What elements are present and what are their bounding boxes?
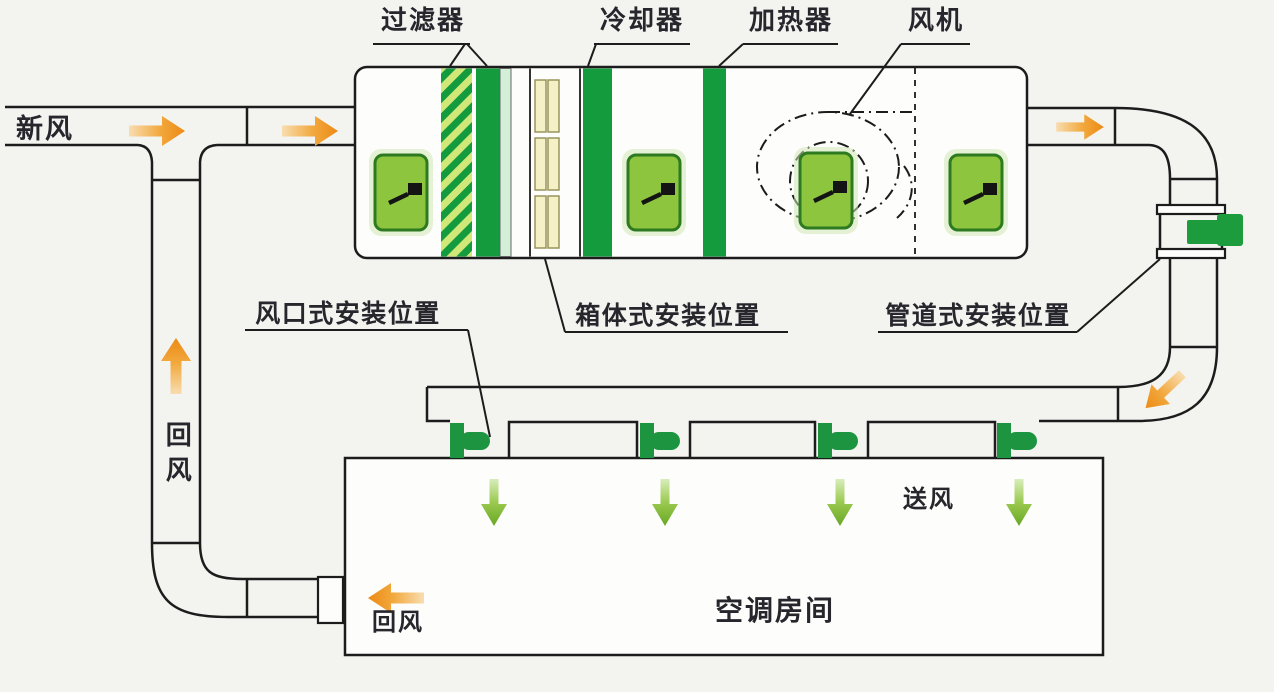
diffuser-unit-4: [997, 423, 1037, 458]
fresh-air-arrow-2: [282, 116, 338, 146]
cabinet-slat-panel: [529, 68, 581, 257]
mint-strip: [499, 68, 512, 257]
filter-label: 过滤器: [380, 5, 465, 35]
supply-air-label: 送风: [903, 486, 955, 513]
pipe-fan-unit: [1187, 214, 1243, 246]
diffuser-units: [450, 423, 1037, 458]
return-flange: [316, 575, 345, 625]
return-up-arrow: [161, 338, 191, 394]
duct-install-flanges: [1155, 203, 1227, 260]
heater-band: [703, 68, 726, 257]
diffuser-unit-1: [450, 423, 490, 458]
ahu-outlet-arrow: [1056, 114, 1104, 140]
cooler-label: 冷却器: [599, 5, 684, 35]
return-air-duct: [150, 180, 318, 619]
outlet-duct-right: [1027, 106, 1224, 423]
diffuser-unit-3: [818, 423, 858, 458]
damper-3: [794, 147, 858, 234]
cabinet-install-label: 箱体式安装位置: [575, 302, 761, 330]
outlet-install-label: 风口式安装位置: [255, 300, 441, 328]
supply-duct: [425, 385, 1118, 458]
room-label: 空调房间: [714, 595, 835, 626]
duct-install-label: 管道式安装位置: [885, 302, 1071, 330]
fresh-air-duct: [5, 105, 355, 182]
return-air-room-label: 回风: [372, 609, 424, 636]
dampers: [369, 147, 1008, 236]
filter-green-band: [476, 68, 500, 257]
damper-2: [622, 149, 686, 236]
air-handling-unit: [353, 65, 1029, 260]
damper-4: [944, 149, 1008, 236]
fresh-air-label: 新风: [16, 114, 74, 144]
heater-label: 加热器: [748, 5, 833, 35]
damper-1: [369, 149, 433, 236]
return-air-duct-label: 回风: [162, 421, 193, 491]
room-box: [316, 456, 1105, 657]
callout-lines: [245, 43, 1161, 438]
cooler-band: [583, 68, 612, 257]
filter-hatch-band: [441, 68, 472, 257]
diffuser-unit-2: [640, 423, 680, 458]
fresh-air-arrow-1: [129, 116, 185, 146]
fan-label: 风机: [907, 5, 964, 35]
